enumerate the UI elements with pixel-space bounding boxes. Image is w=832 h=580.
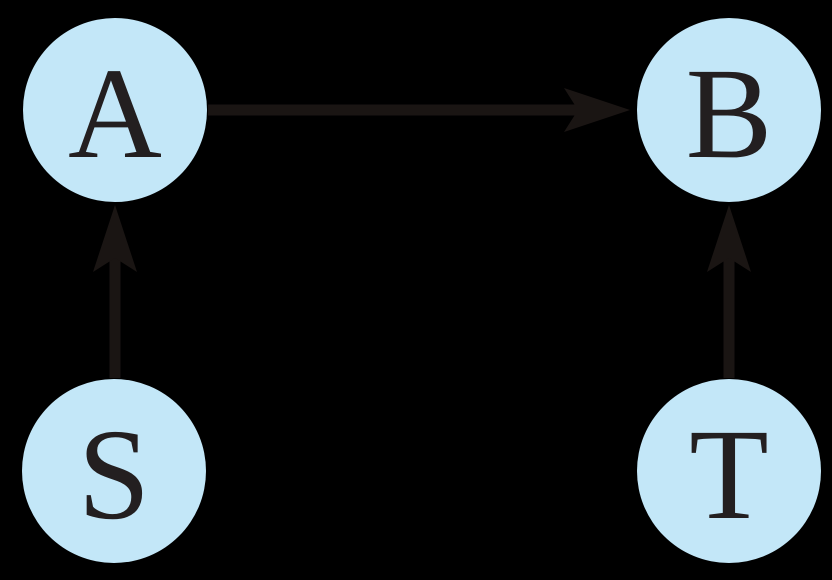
node-t-circle bbox=[637, 379, 821, 563]
node-t-label: T bbox=[689, 403, 768, 547]
node-s-circle bbox=[22, 379, 206, 563]
edge-layer bbox=[93, 88, 751, 378]
node-a-circle bbox=[23, 18, 207, 202]
node-layer: A B S T bbox=[22, 18, 821, 563]
node-b-circle bbox=[637, 18, 821, 202]
node-s-label: S bbox=[78, 403, 150, 547]
node-b-label: B bbox=[686, 42, 773, 186]
edge-t-to-b-arrowhead bbox=[707, 205, 751, 272]
node-t[interactable]: T bbox=[637, 379, 821, 563]
edge-a-to-b[interactable] bbox=[208, 88, 630, 132]
node-b[interactable]: B bbox=[637, 18, 821, 202]
edge-s-to-a-arrowhead bbox=[93, 205, 137, 272]
node-a-label: A bbox=[68, 42, 162, 186]
edge-a-to-b-arrowhead bbox=[564, 88, 630, 132]
node-s[interactable]: S bbox=[22, 379, 206, 563]
edge-s-to-a[interactable] bbox=[93, 205, 137, 378]
edge-t-to-b[interactable] bbox=[707, 205, 751, 378]
node-a[interactable]: A bbox=[23, 18, 207, 202]
